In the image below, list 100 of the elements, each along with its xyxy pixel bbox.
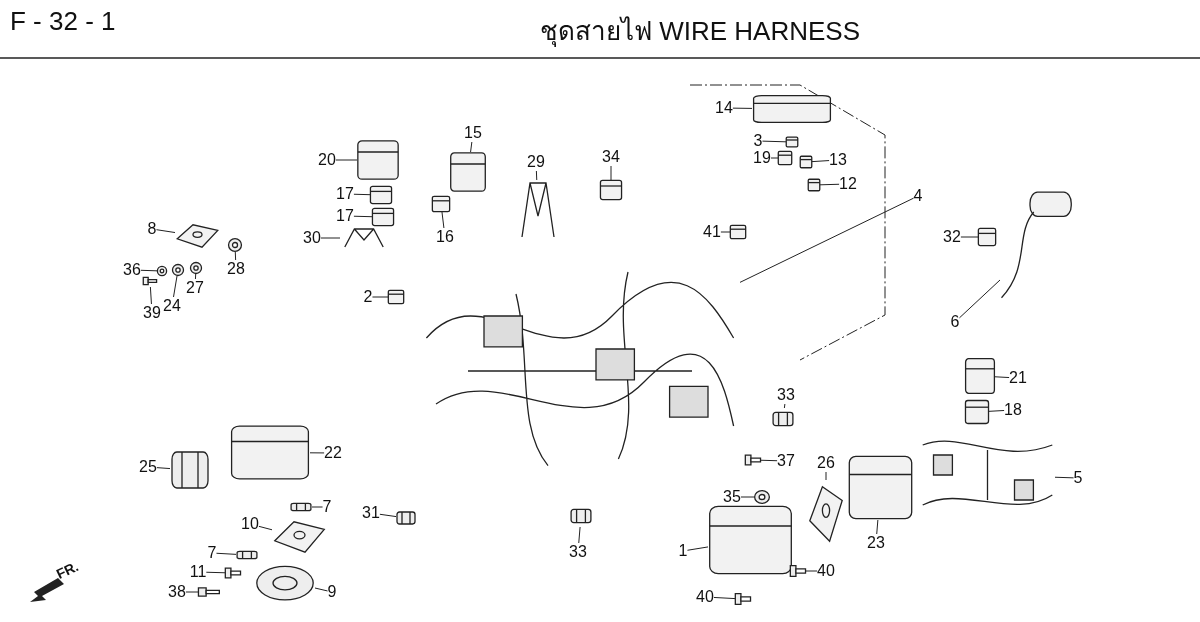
callout-number: 7: [207, 544, 217, 562]
callout-number: 26: [817, 454, 835, 472]
callout-number: 17: [336, 207, 354, 225]
washer-drawing: [190, 262, 202, 274]
leader-line: [309, 452, 325, 454]
callout-number: 10: [241, 515, 259, 533]
nut-drawing: [754, 490, 770, 504]
bracket-drawing: [272, 518, 327, 556]
callout-number: 29: [527, 153, 545, 171]
fuse-drawing: [808, 179, 820, 191]
bolt-drawing: [745, 452, 761, 468]
control-unit-drawing: [848, 455, 913, 520]
leader-line: [140, 269, 158, 272]
callout-number: 30: [303, 229, 321, 247]
washer-drawing: [172, 264, 184, 276]
callout-number: 40: [817, 562, 835, 580]
leader-line: [770, 157, 779, 159]
leader-line: [994, 376, 1010, 379]
leader-line: [535, 170, 538, 181]
leader-line: [320, 237, 341, 239]
callout-number: 11: [189, 563, 207, 581]
leader-line: [311, 506, 324, 508]
leader-line: [610, 165, 612, 181]
callout-number: 14: [715, 99, 733, 117]
callout-number: 19: [753, 149, 771, 167]
connector-cap-drawing: [978, 228, 996, 246]
leader-line: [353, 193, 371, 196]
leader-line: [215, 552, 237, 555]
fuse-drawing: [432, 196, 450, 212]
callout-number: 18: [1004, 401, 1022, 419]
figure-number: F - 32 - 1: [10, 6, 116, 37]
callout-number: 8: [147, 220, 157, 238]
leader-line: [819, 183, 840, 186]
leader-line: [876, 519, 879, 535]
callout-number: 35: [723, 488, 741, 506]
leader-line: [720, 231, 731, 233]
leader-line: [258, 525, 273, 531]
callout-number: 28: [227, 260, 245, 278]
connector-cap-drawing: [388, 290, 404, 304]
leader-line: [234, 251, 237, 261]
callout-number: 24: [163, 297, 181, 315]
leader-line: [739, 197, 915, 283]
fuse-drawing: [786, 137, 798, 147]
fuse-drawing: [800, 156, 812, 168]
callout-number: 6: [950, 313, 960, 331]
leader-line: [371, 296, 389, 298]
callout-number: 33: [569, 543, 587, 561]
leader-line: [958, 279, 1001, 319]
callout-number: 9: [327, 583, 337, 601]
callout-number: 20: [318, 151, 336, 169]
callout-number: 15: [464, 124, 482, 142]
callout-number: 13: [829, 151, 847, 169]
leader-line: [760, 459, 778, 462]
callout-number: 41: [703, 223, 721, 241]
clip-drawing: [236, 549, 258, 561]
leader-line: [173, 275, 178, 298]
bracket-drawing: [175, 222, 220, 250]
callout-number: 16: [436, 228, 454, 246]
direction-label: FR.: [53, 558, 81, 582]
callout-number: 12: [839, 175, 857, 193]
bolt-drawing: [735, 590, 751, 608]
callout-number: 31: [362, 504, 380, 522]
clip-drawing: [290, 501, 312, 513]
callout-number: 27: [186, 279, 204, 297]
relay-drawing: [357, 140, 399, 180]
callout-number: 36: [123, 261, 141, 279]
relay-drawing: [372, 208, 394, 226]
callout-number: 7: [322, 498, 332, 516]
bolt-drawing: [225, 565, 241, 581]
relay-drawing: [965, 358, 995, 394]
leader-line: [740, 496, 755, 498]
control-unit-drawing: [230, 425, 310, 480]
bolt-drawing: [790, 562, 806, 580]
band-drawing: [518, 180, 558, 240]
connector-cap-drawing: [730, 225, 746, 239]
callout-number: 34: [602, 148, 620, 166]
nut-drawing: [228, 238, 242, 252]
relay-drawing: [965, 400, 989, 424]
leader-line: [149, 286, 152, 305]
leader-line: [470, 141, 473, 153]
relay-drawing: [450, 152, 486, 192]
leader-line: [185, 591, 199, 593]
callout-number: 33: [777, 386, 795, 404]
relay-drawing: [778, 151, 792, 165]
bolt-drawing: [143, 275, 157, 287]
callout-number: 22: [324, 444, 342, 462]
leader-line: [988, 410, 1005, 412]
leader-line: [314, 587, 329, 592]
leader-line: [205, 571, 226, 574]
callout-number: 39: [143, 304, 161, 322]
callout-number: 32: [943, 228, 961, 246]
callout-number: 4: [913, 187, 923, 205]
leader-line: [761, 140, 787, 143]
callout-number: 40: [696, 588, 714, 606]
leader-line: [353, 215, 373, 218]
callout-number: 23: [867, 534, 885, 552]
callout-number: 5: [1073, 469, 1083, 487]
callout-number: 2: [363, 288, 373, 306]
leader-line: [379, 513, 397, 518]
washer-drawing: [157, 266, 167, 276]
